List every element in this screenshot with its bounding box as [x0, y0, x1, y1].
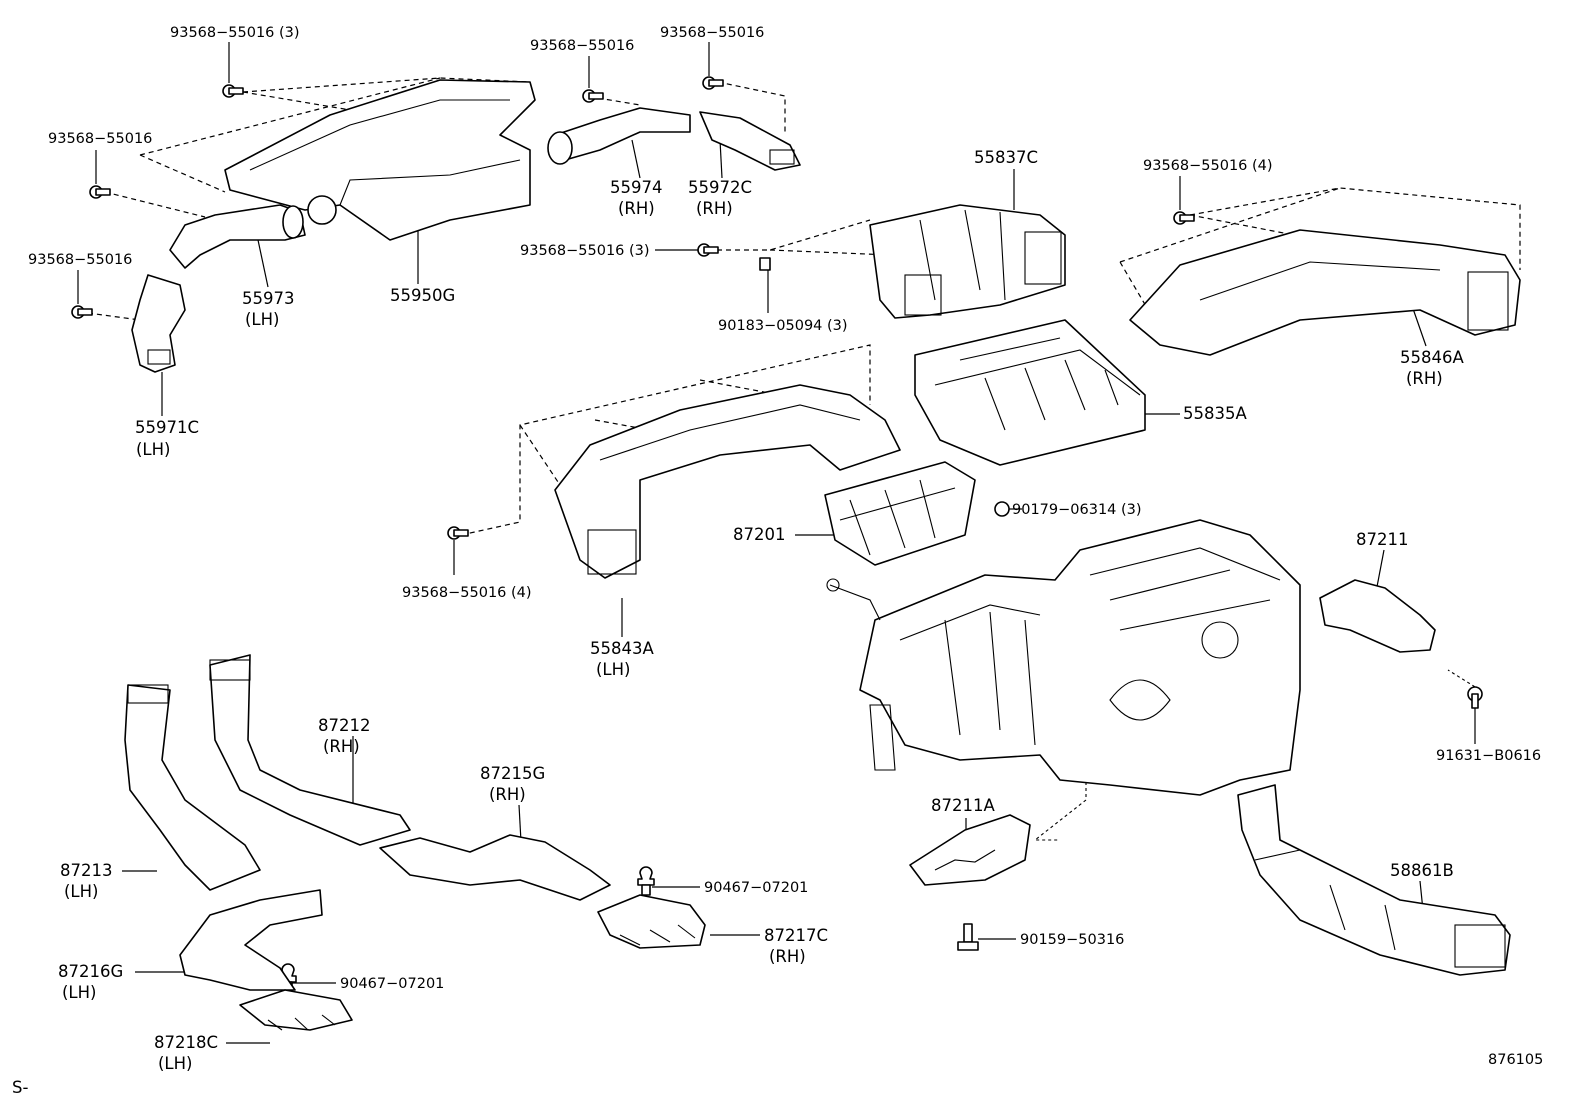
bolt-left-a [89, 185, 111, 199]
part-55974 [547, 107, 691, 165]
callout-87211: 87211 [1356, 530, 1409, 549]
bolt-top-b [582, 89, 604, 103]
callout-87213-side: (LH) [64, 882, 98, 901]
callout-90467-b: 90467−07201 [340, 976, 444, 992]
bolt-90159 [957, 923, 979, 951]
part-58861b [1237, 784, 1511, 976]
corner-mark: S- [12, 1078, 28, 1097]
part-87216g [179, 889, 323, 991]
part-55837c [869, 204, 1066, 319]
callout-91631: 91631−B0616 [1436, 748, 1541, 764]
part-87217c [597, 894, 706, 949]
callout-bolt-right: 93568−55016 (4) [1143, 158, 1273, 174]
part-55835a [914, 319, 1146, 466]
callout-bolt-top-c: 93568−55016 [660, 25, 764, 41]
callout-87215g: 87215G [480, 764, 545, 783]
callout-87216g-side: (LH) [62, 983, 96, 1002]
callout-55843a: 55843A [590, 639, 654, 658]
callout-bolt-left-b: 93568−55016 [28, 252, 132, 268]
nut-90183 [759, 257, 771, 271]
callout-90159: 90159−50316 [1020, 932, 1124, 948]
bolt-91631 [1467, 686, 1483, 709]
callout-90467-a: 90467−07201 [704, 880, 808, 896]
callout-55835a: 55835A [1183, 404, 1247, 423]
callout-55846a-side: (RH) [1406, 369, 1443, 388]
part-55843a [554, 384, 901, 579]
callout-87215g-side: (RH) [489, 785, 526, 804]
callout-bolt-top-b: 93568−55016 [530, 38, 634, 54]
callout-55973-side: (LH) [245, 310, 279, 329]
callout-55843a-side: (LH) [596, 660, 630, 679]
callout-bolt-left-a: 93568−55016 [48, 131, 152, 147]
callout-bolt-top-a: 93568−55016 (3) [170, 25, 300, 41]
part-55971c [131, 274, 186, 373]
callout-87216g: 87216G [58, 962, 123, 981]
callout-87217c: 87217C [764, 926, 828, 945]
bolt-left-b [71, 305, 93, 319]
bolt-duct [447, 526, 469, 540]
callout-87213: 87213 [60, 861, 113, 880]
part-87215g [379, 834, 611, 901]
callout-bolt-duct: 93568−55016 (4) [402, 585, 532, 601]
callout-55971c: 55971C [135, 418, 199, 437]
bolt-top-c [702, 76, 724, 90]
part-87212 [209, 654, 411, 846]
callout-55971c-side: (LH) [136, 440, 170, 459]
bolt-top-a [222, 84, 244, 98]
callout-55846a: 55846A [1400, 348, 1464, 367]
callout-87218c-side: (LH) [158, 1054, 192, 1073]
part-87201 [824, 461, 976, 566]
diagram-id: 876105 [1488, 1052, 1543, 1068]
part-55972c [699, 111, 801, 171]
callout-bolt-mid: 93568−55016 (3) [520, 243, 650, 259]
callout-87217c-side: (RH) [769, 947, 806, 966]
callout-90179: 90179−06314 (3) [1012, 502, 1142, 518]
callout-87218c: 87218C [154, 1033, 218, 1052]
part-hvac-unit [826, 519, 1301, 796]
callout-55974-side: (RH) [618, 199, 655, 218]
callout-87211a: 87211A [931, 796, 995, 815]
nut-90179 [994, 501, 1010, 517]
part-87218c [239, 989, 353, 1031]
clip-90467-a [637, 866, 655, 896]
callout-87212: 87212 [318, 716, 371, 735]
callout-87201: 87201 [733, 525, 786, 544]
callout-55972c: 55972C [688, 178, 752, 197]
callout-58861b: 58861B [1390, 861, 1454, 880]
bolt-mid [697, 243, 719, 257]
fasteners [71, 76, 1483, 993]
callout-55950g: 55950G [390, 286, 455, 305]
part-87211 [1319, 579, 1436, 653]
part-55950g [224, 79, 536, 241]
part-87211a [909, 814, 1031, 886]
part-87213 [124, 684, 261, 891]
callout-90183: 90183−05094 (3) [718, 318, 848, 334]
bolt-right [1173, 211, 1195, 225]
callout-55973: 55973 [242, 289, 295, 308]
part-55846a [1129, 229, 1521, 356]
callout-55837c: 55837C [974, 148, 1038, 167]
callout-87212-side: (RH) [323, 737, 360, 756]
part-55973 [169, 204, 306, 269]
callout-55974: 55974 [610, 178, 663, 197]
callout-55972c-side: (RH) [696, 199, 733, 218]
